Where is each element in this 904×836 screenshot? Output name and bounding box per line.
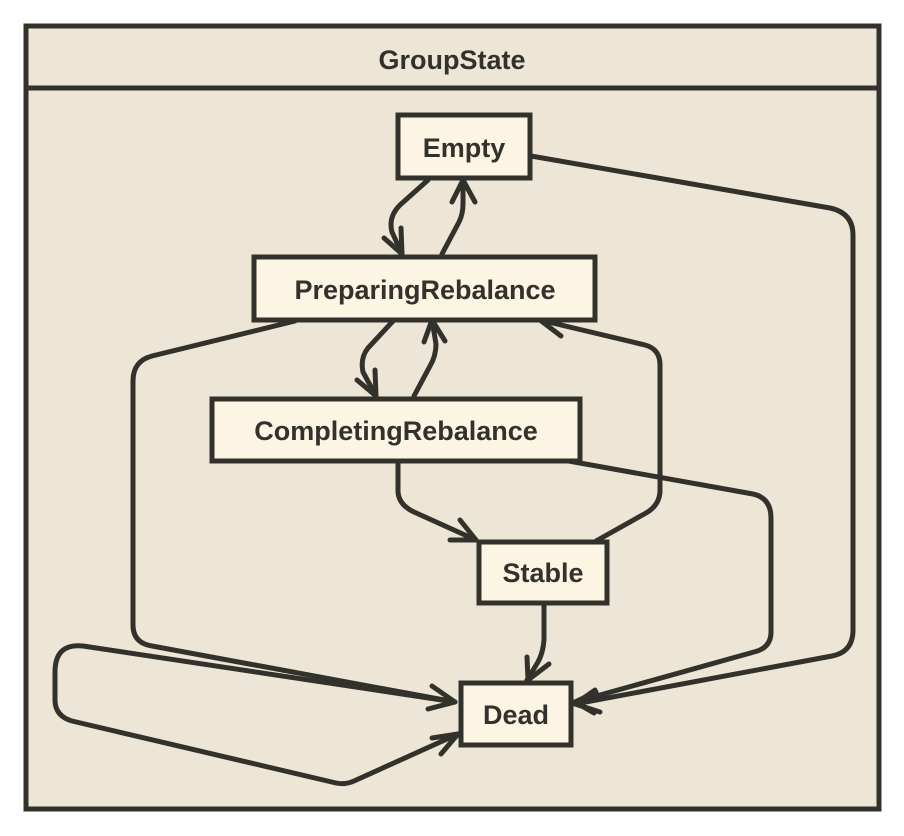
state-preparing-rebalance[interactable]: PreparingRebalance: [251, 254, 598, 323]
state-empty-box: [395, 112, 533, 181]
transition-empty-to-preparing: [388, 177, 431, 257]
transition-dead-to-dead: [52, 643, 461, 787]
arrowhead-icon: [447, 517, 479, 543]
transition-preparing-to-dead: [130, 318, 458, 705]
state-completing-rebalance[interactable]: CompletingRebalance: [209, 396, 583, 464]
state-completing-rebalance-label: CompletingRebalance: [254, 416, 538, 446]
arrowhead-icon: [524, 654, 552, 683]
arrowhead-icon: [354, 367, 379, 399]
state-preparing-rebalance-label: PreparingRebalance: [294, 275, 555, 305]
arrowhead-icon: [381, 225, 405, 257]
transition-stable-to-dead: [524, 601, 547, 683]
state-dead-box: [458, 680, 574, 748]
state-stable-box: [476, 539, 610, 606]
state-empty[interactable]: Empty: [395, 112, 533, 181]
transition-empty-to-dead: [528, 153, 856, 707]
arrowhead-icon: [572, 689, 599, 716]
transition-preparing-to-completing: [359, 317, 397, 399]
state-dead-label: Dead: [483, 700, 549, 730]
transition-preparing-to-empty: [439, 175, 466, 257]
state-empty-label: Empty: [423, 133, 506, 163]
transition-completing-to-stable: [395, 459, 479, 543]
arrowhead-icon: [429, 731, 461, 757]
state-completing-rebalance-box: [209, 396, 583, 464]
transition-stable-to-preparing: [537, 317, 663, 544]
transition-completing-to-preparing: [411, 317, 439, 399]
diagram-title: GroupState: [378, 45, 525, 75]
state-preparing-rebalance-box: [251, 254, 598, 323]
transition-completing-to-dead: [560, 457, 774, 705]
state-stable[interactable]: Stable: [476, 539, 610, 606]
state-stable-label: Stable: [502, 558, 583, 588]
state-dead[interactable]: Dead: [458, 680, 574, 748]
